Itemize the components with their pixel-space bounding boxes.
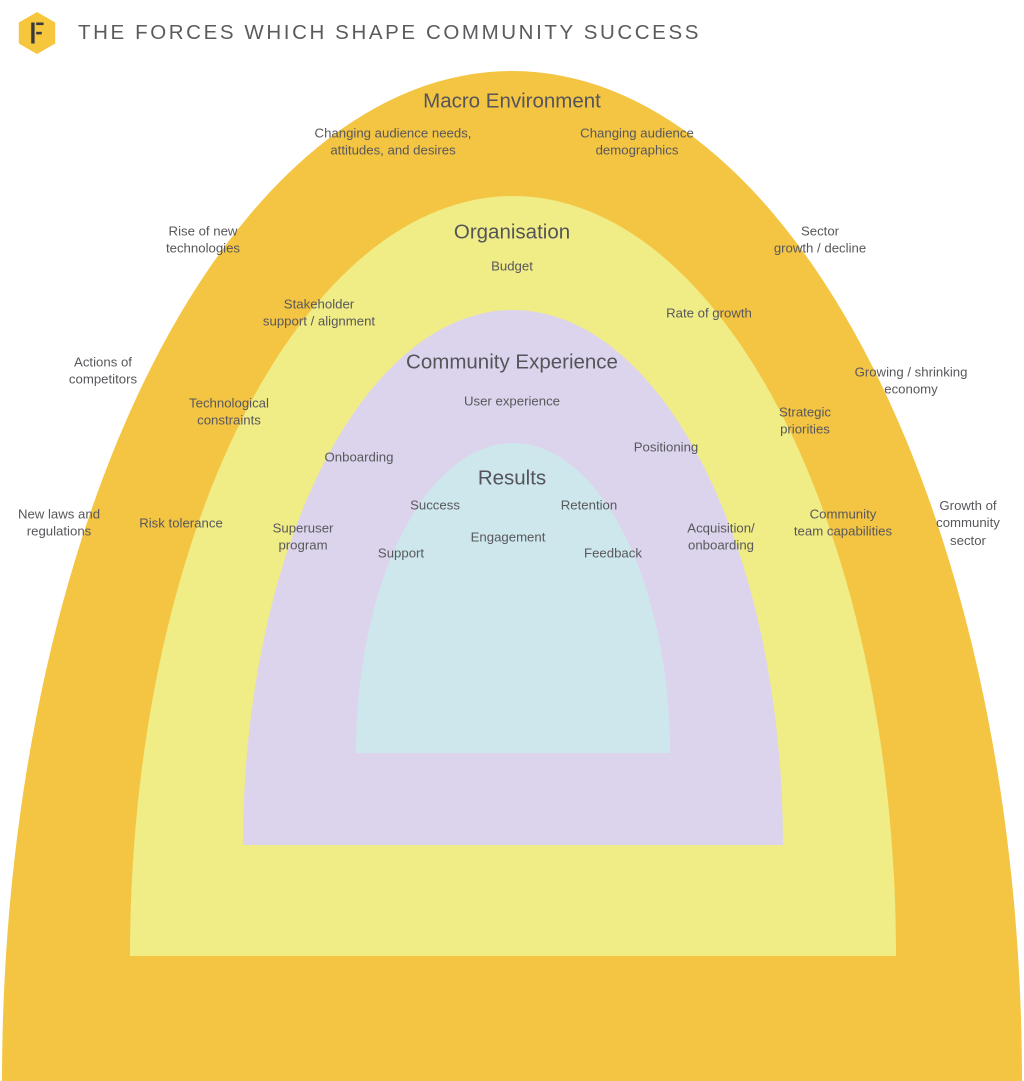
org-item-strategic-priorities: Strategic priorities: [778, 404, 832, 437]
macro-item-growing-shrinking-economy: Growing / shrinking economy: [854, 364, 968, 397]
macro-item-new-laws-and-regulations: New laws and regulations: [17, 506, 101, 539]
cx-item-superuser-program: Superuser program: [272, 520, 334, 553]
cx-item-positioning: Positioning: [633, 439, 699, 455]
cx-item-onboarding: Onboarding: [324, 449, 394, 465]
ring-title-community-experience: Community Experience: [406, 350, 618, 374]
macro-item-changing-audience-needs: Changing audience needs, attitudes, and …: [314, 125, 472, 158]
forces-diagram: Macro Environment Changing audience need…: [2, 71, 1022, 1081]
org-item-budget: Budget: [491, 258, 533, 274]
cx-item-acquisition-onboarding: Acquisition/ onboarding: [687, 520, 755, 553]
org-item-technological-constraints: Technological constraints: [189, 395, 269, 428]
hexagon-f-logo-icon: [14, 10, 60, 56]
macro-item-sector-growth-decline: Sector growth / decline: [773, 223, 867, 256]
org-item-stakeholder-support-alignment: Stakeholder support / alignment: [262, 296, 376, 329]
macro-item-growth-of-community-sector: Growth of community sector: [936, 497, 1000, 548]
results-item-engagement: Engagement: [470, 529, 546, 545]
results-item-success: Success: [410, 497, 460, 513]
macro-item-actions-of-competitors: Actions of competitors: [68, 354, 138, 387]
results-item-retention: Retention: [560, 497, 618, 513]
ring-title-results: Results: [477, 466, 547, 490]
org-item-rate-of-growth: Rate of growth: [666, 305, 752, 321]
org-item-community-team-capabilities: Community team capabilities: [793, 506, 893, 539]
results-item-feedback: Feedback: [584, 545, 642, 561]
page-title: THE FORCES WHICH SHAPE COMMUNITY SUCCESS: [78, 21, 701, 44]
macro-item-rise-of-new-technologies: Rise of new technologies: [165, 223, 241, 256]
org-item-risk-tolerance: Risk tolerance: [139, 515, 223, 531]
ring-title-organisation: Organisation: [453, 220, 571, 244]
macro-item-changing-audience-demographics: Changing audience demographics: [580, 125, 694, 158]
ring-title-macro-environment: Macro Environment: [423, 89, 601, 113]
page-header: THE FORCES WHICH SHAPE COMMUNITY SUCCESS: [0, 0, 1024, 66]
results-item-support: Support: [377, 545, 425, 561]
cx-item-user-experience: User experience: [463, 393, 561, 409]
